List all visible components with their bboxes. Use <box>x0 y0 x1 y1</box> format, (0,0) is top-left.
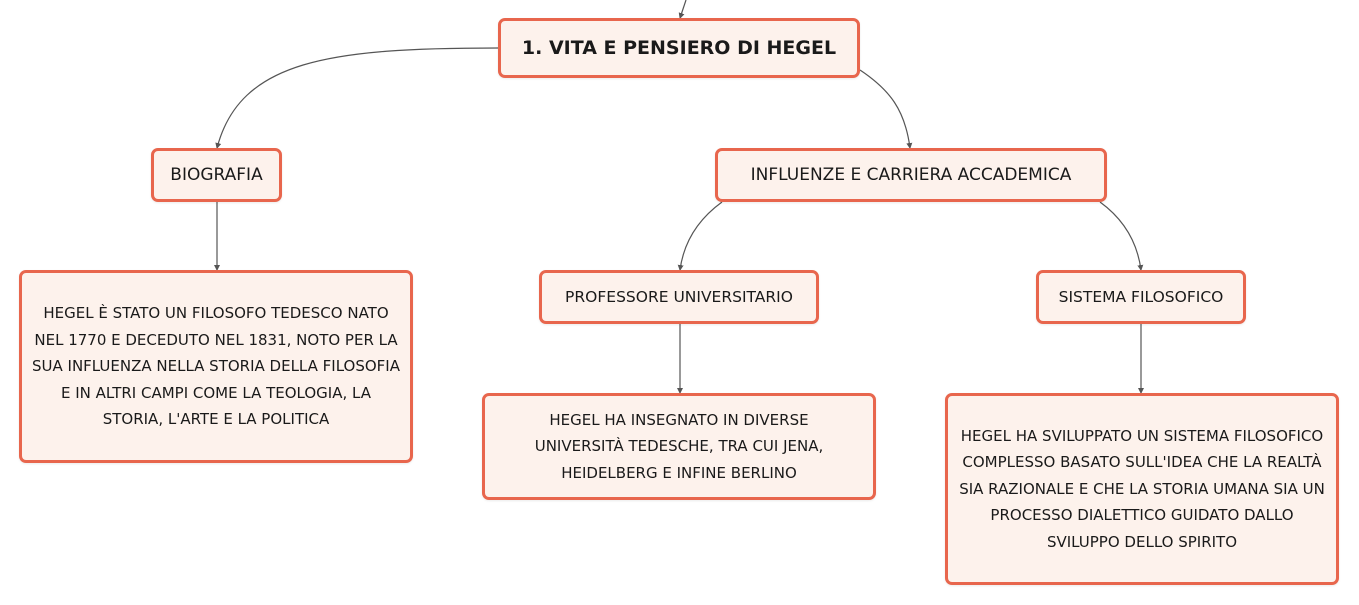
professore-detail-text: HEGEL HA INSEGNATO IN DIVERSE UNIVERSITÀ… <box>534 410 824 482</box>
influenze-node-label: INFLUENZE E CARRIERA ACCADEMICA <box>750 165 1072 185</box>
link-influenze-professore <box>677 201 723 271</box>
biografia-detail-text: HEGEL È STATO UN FILOSOFO TEDESCO NATO N… <box>32 304 400 429</box>
sistema-node-label: SISTEMA FILOSOFICO <box>1058 288 1224 306</box>
sistema-node[interactable]: SISTEMA FILOSOFICO <box>1036 270 1246 324</box>
root-node-label: 1. VITA E PENSIERO DI HEGEL <box>521 37 837 59</box>
biografia-node-label: BIOGRAFIA <box>170 165 263 185</box>
link-root-influenze <box>859 69 913 149</box>
link-influenze-sistema <box>1099 201 1144 271</box>
professore-detail-node[interactable]: HEGEL HA INSEGNATO IN DIVERSE UNIVERSITÀ… <box>482 393 876 500</box>
professore-node[interactable]: PROFESSORE UNIVERSITARIO <box>539 270 819 324</box>
professore-node-label: PROFESSORE UNIVERSITARIO <box>565 288 793 306</box>
biografia-node[interactable]: BIOGRAFIA <box>151 148 282 202</box>
sistema-detail-text: HEGEL HA SVILUPPATO UN SISTEMA FILOSOFIC… <box>959 426 1325 551</box>
link-parent-root <box>678 0 687 19</box>
biografia-detail-node[interactable]: HEGEL È STATO UN FILOSOFO TEDESCO NATO N… <box>19 270 413 463</box>
influenze-node[interactable]: INFLUENZE E CARRIERA ACCADEMICA <box>715 148 1107 202</box>
root-node[interactable]: 1. VITA E PENSIERO DI HEGEL <box>498 18 860 78</box>
sistema-detail-node[interactable]: HEGEL HA SVILUPPATO UN SISTEMA FILOSOFIC… <box>945 393 1339 585</box>
link-root-biografia <box>215 47 499 149</box>
